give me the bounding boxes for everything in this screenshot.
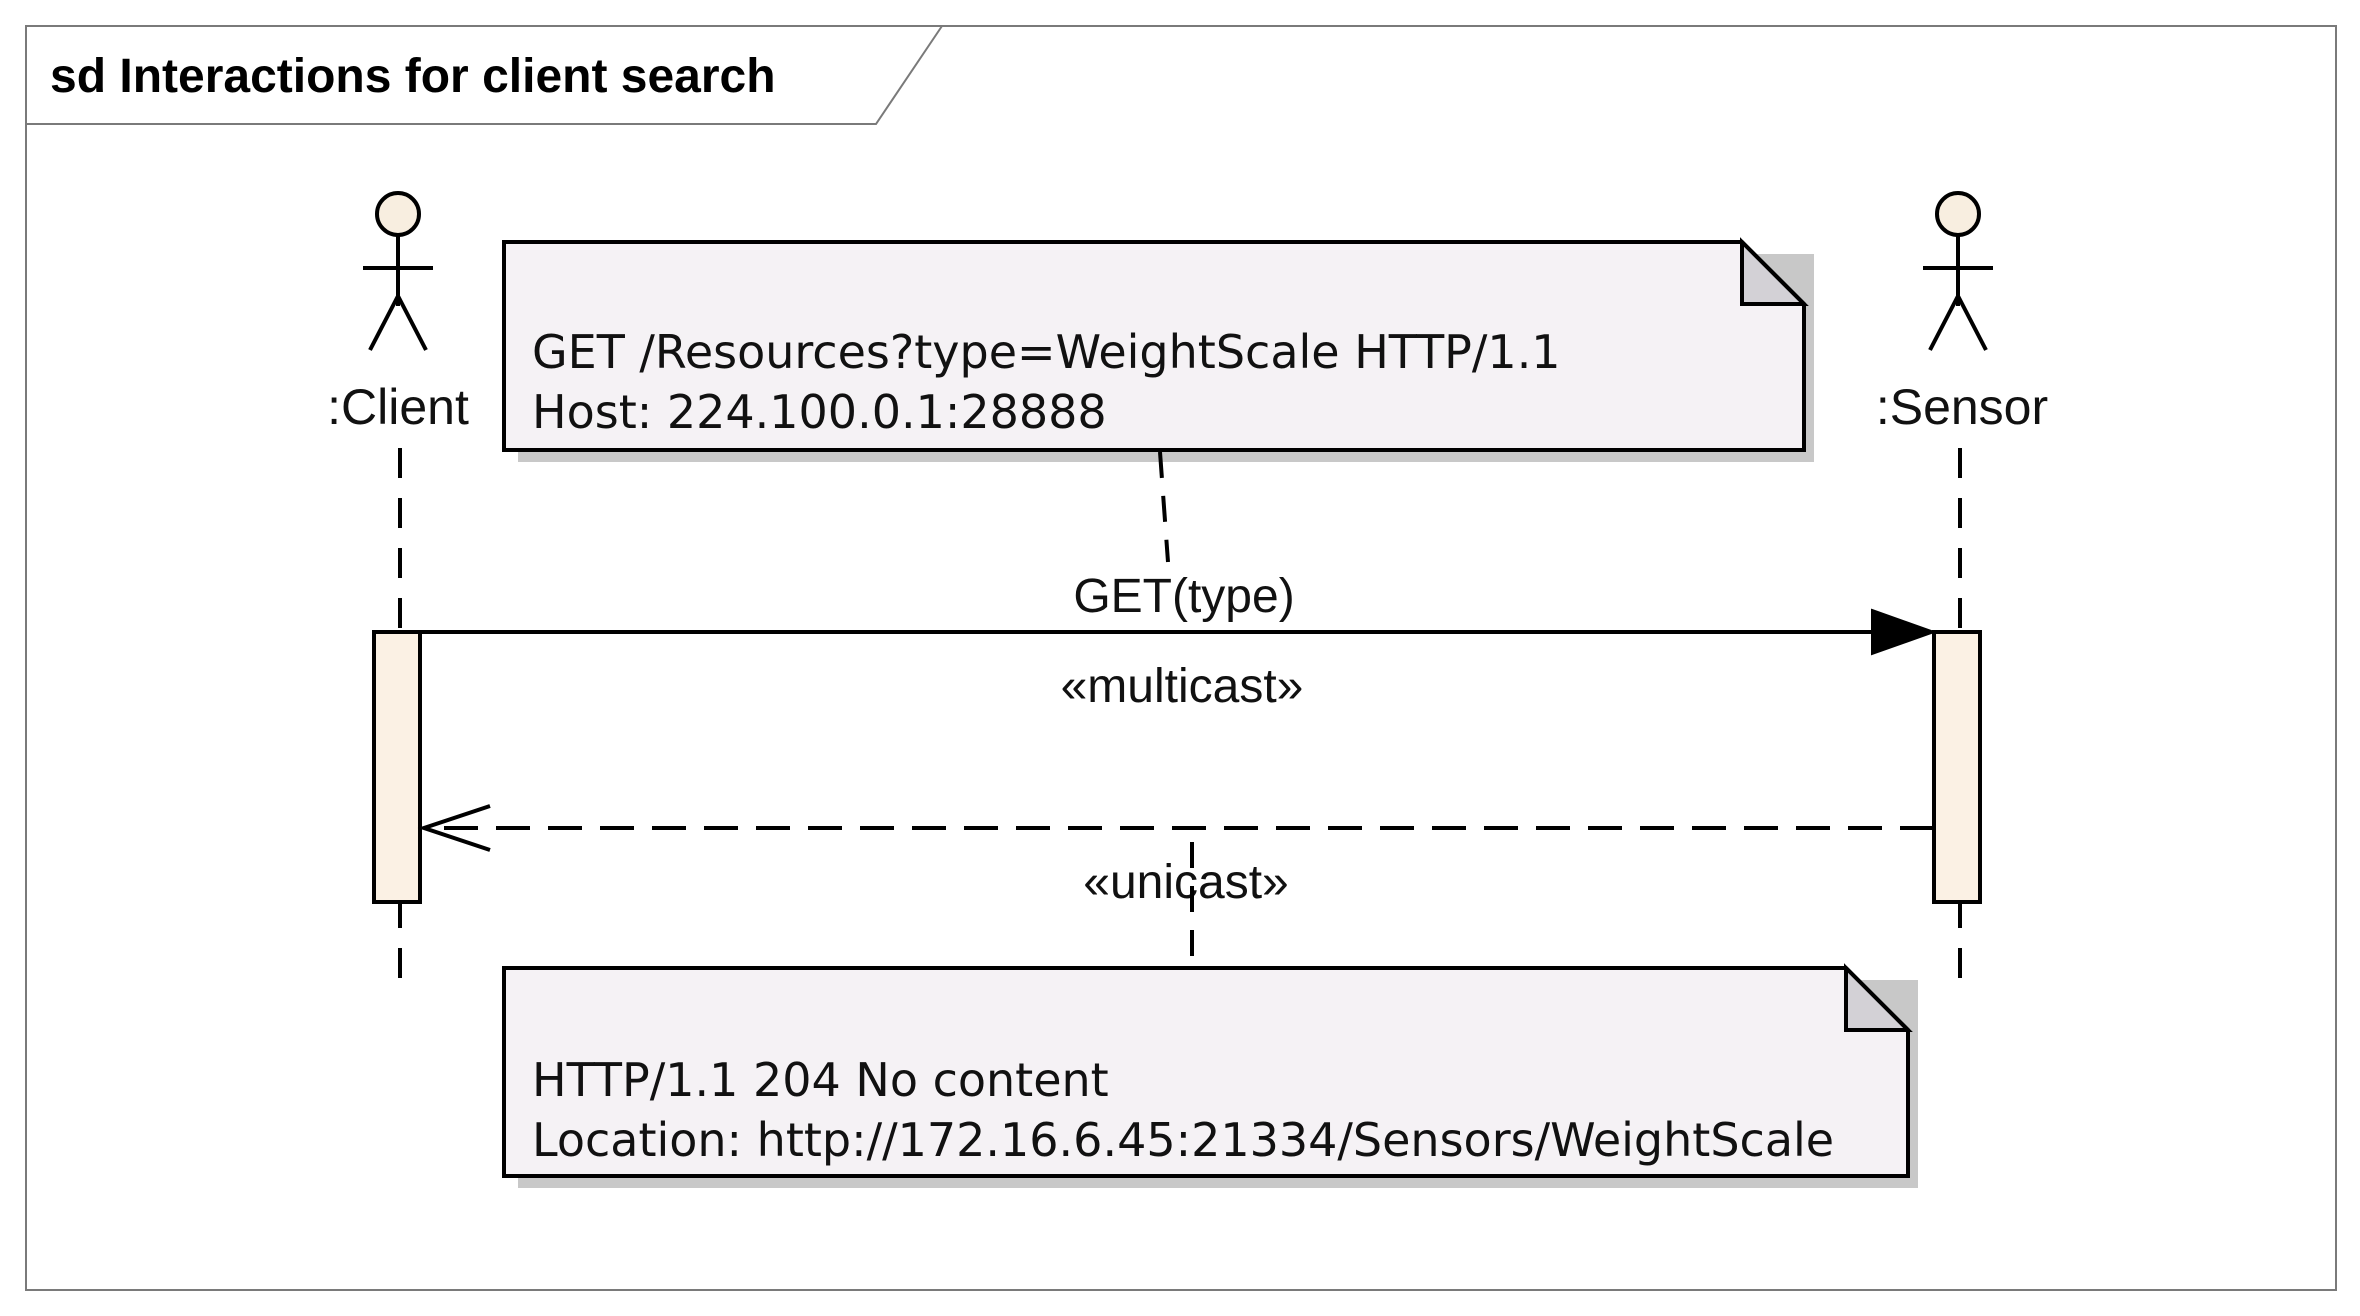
message-get-stereotype: «multicast»	[1061, 660, 1304, 713]
lifeline-label-sensor: :Sensor	[1876, 379, 2048, 435]
note-response: HTTP/1.1 204 No content Location: http:/…	[502, 963, 1918, 1188]
frame-title-tab	[26, 25, 943, 125]
message-get-label: GET(type)	[1073, 570, 1294, 623]
note-response-line-2: Location: http://172.16.6.45:21334/Senso…	[532, 1113, 1834, 1167]
message-reply-arrowhead	[417, 804, 491, 852]
note-request: GET /Resources?type=WeightScale HTTP/1.1…	[502, 237, 1814, 462]
note-response-line-1: HTTP/1.1 204 No content	[532, 1053, 1109, 1107]
sensor-actor-icon	[1923, 191, 1993, 351]
message-get-arrowhead	[1871, 608, 1937, 656]
lifeline-label-client: :Client	[327, 379, 469, 435]
frame-title: sd Interactions for client search	[50, 50, 776, 103]
client-actor-icon	[363, 191, 433, 351]
note-request-anchor	[1158, 451, 1170, 563]
activation-sensor	[1932, 630, 1982, 904]
note-request-line-2: Host: 224.100.0.1:28888	[532, 385, 1107, 439]
message-reply-stereotype: «unicast»	[1083, 856, 1288, 909]
activation-client	[372, 630, 422, 904]
note-request-line-1: GET /Resources?type=WeightScale HTTP/1.1	[532, 325, 1561, 379]
